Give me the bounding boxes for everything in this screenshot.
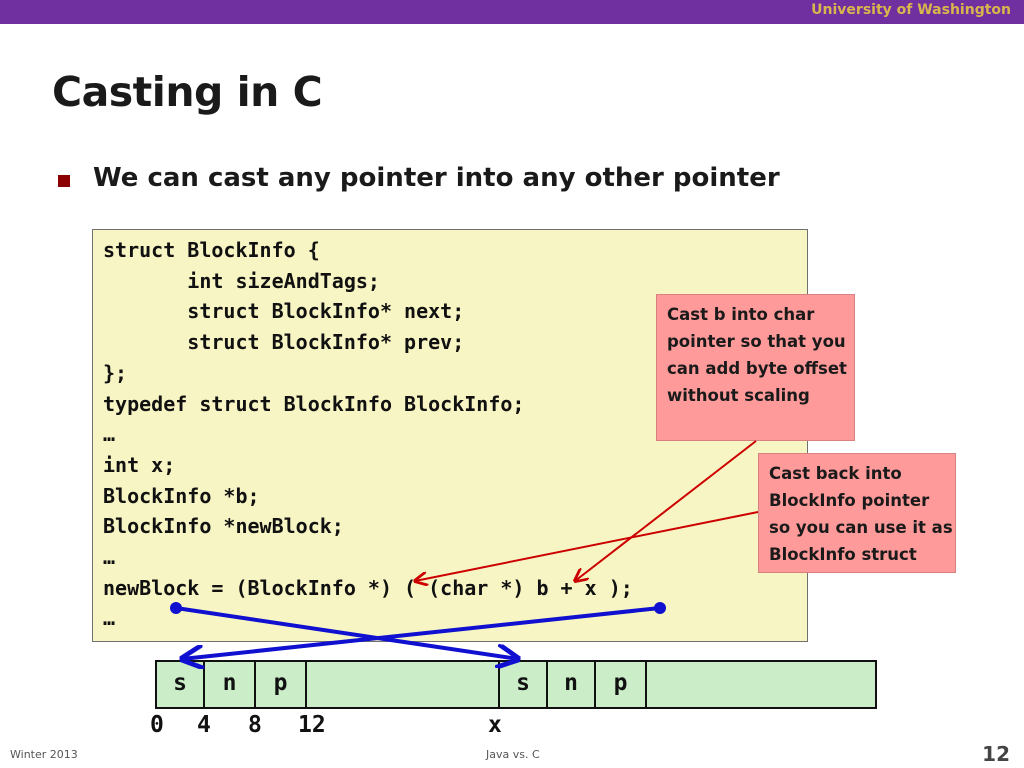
code-line: BlockInfo *newBlock; (103, 514, 344, 539)
footer-topic: Java vs. C (486, 748, 540, 761)
code-line: struct BlockInfo* prev; (103, 330, 465, 355)
code-line: newBlock = (BlockInfo *) ( (char *) b + … (103, 575, 633, 600)
char-cast-arrow (575, 440, 757, 581)
blockinfo-cast-arrow (415, 511, 759, 581)
code-line: struct BlockInfo* next; (103, 299, 465, 324)
memory-cell-p: p (594, 660, 647, 709)
blockinfo-cast-callout: Cast back into BlockInfo pointer so you … (758, 453, 956, 573)
code-line: … (103, 545, 116, 570)
institution-label: University of Washington (811, 2, 1011, 18)
page-number: 12 (982, 742, 1010, 766)
slide-title: Casting in C (52, 68, 323, 116)
code-line: int x; (103, 452, 176, 477)
code-line: … (103, 422, 116, 447)
offset-label: 8 (248, 712, 262, 738)
code-line: BlockInfo *b; (103, 483, 260, 508)
code-block: struct BlockInfo { int sizeAndTags; stru… (103, 235, 633, 634)
offset-label: 12 (298, 712, 326, 738)
char-cast-callout: Cast b into char pointer so that you can… (656, 294, 855, 441)
bullet-text: We can cast any pointer into any other p… (93, 163, 780, 193)
code-line: }; (103, 360, 128, 385)
b-pointer-arrow (175, 606, 518, 659)
code-line: typedef struct BlockInfo BlockInfo; (103, 391, 525, 416)
bullet-marker (58, 175, 70, 187)
footer-term: Winter 2013 (10, 748, 78, 761)
memory-cell-empty (305, 660, 500, 709)
offset-label: 0 (150, 712, 164, 738)
code-line: … (103, 606, 116, 631)
memory-cell-empty (645, 660, 877, 709)
top-bar: University of Washington (0, 0, 1024, 24)
code-line: int sizeAndTags; (103, 268, 380, 293)
newblock-pointer-arrow (182, 606, 661, 659)
x-offset-label: x (488, 712, 502, 738)
offset-label: 4 (197, 712, 211, 738)
code-line: struct BlockInfo { (103, 238, 320, 262)
